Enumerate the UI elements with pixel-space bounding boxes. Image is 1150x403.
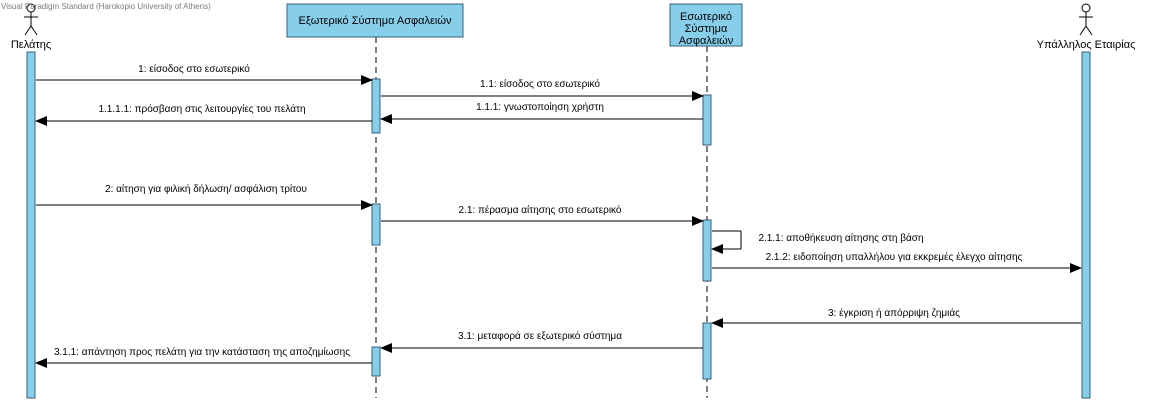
participant-label: Ασφαλειών: [679, 35, 734, 47]
activation-bar-external[interactable]: [371, 203, 381, 246]
activation-bar-internal[interactable]: [702, 94, 712, 146]
message-label: 1: είσοδος στο εσωτερικό: [138, 63, 250, 75]
actor-icon: [1079, 3, 1093, 36]
message-m111[interactable]: 1.1.1: γνωστοποίηση χρήστη: [380, 101, 703, 124]
participant-box-external[interactable]: [286, 3, 464, 38]
message-label: 1.1.1: γνωστοποίηση χρήστη: [476, 101, 604, 113]
activation-bar-internal[interactable]: [702, 219, 712, 282]
message-m211[interactable]: 2.1.1: αποθήκευση αίτησης στη βάση: [711, 230, 924, 254]
participant-label: Σύστημα: [685, 23, 728, 35]
participant-label: Πελάτης: [11, 39, 51, 51]
participant-box-internal[interactable]: [669, 3, 743, 47]
message-label: 2.1.1: αποθήκευση αίτησης στη βάση: [758, 232, 923, 244]
participant-label: Εσωτερικό: [680, 11, 732, 23]
message-arrow[interactable]: [711, 230, 742, 254]
message-m2[interactable]: 2: αίτηση για φιλική δήλωση/ ασφάλιση τρ…: [36, 183, 373, 210]
message-m1[interactable]: 1: είσοδος στο εσωτερικό: [36, 63, 373, 85]
activation-bar-external[interactable]: [371, 78, 381, 134]
message-m3[interactable]: 3: έγκριση ή απόρριψη ζημιάς: [711, 307, 1081, 328]
actor-icon: [24, 3, 38, 36]
activation-bar-customer[interactable]: [26, 51, 36, 399]
participant-label: Υπάλληλος Εταιρίας: [1037, 39, 1136, 51]
message-m31[interactable]: 3.1: μεταφορά σε εξωτερικό σύστημα: [380, 330, 703, 353]
activation-bar-employee[interactable]: [1081, 51, 1091, 399]
message-label: 2.1.2: ειδοποίηση υπαλλήλου για εκκρεμές…: [766, 251, 1023, 263]
message-label: 3.1: μεταφορά σε εξωτερικό σύστημα: [458, 330, 622, 342]
message-label: 2: αίτηση για φιλική δήλωση/ ασφάλιση τρ…: [105, 183, 307, 195]
participant-label: Εξωτερικό Σύστημα Ασφαλειών: [299, 15, 452, 27]
message-m11[interactable]: 1.1: είσοδος στο εσωτερικό: [381, 78, 704, 101]
message-label: 2.1: πέρασμα αίτησης στο εσωτερικό: [459, 204, 622, 216]
message-m21[interactable]: 2.1: πέρασμα αίτησης στο εσωτερικό: [381, 204, 704, 226]
message-m212[interactable]: 2.1.2: ειδοποίηση υπαλλήλου για εκκρεμές…: [712, 251, 1082, 273]
participant-employee[interactable]: Υπάλληλος Εταιρίας: [1037, 3, 1136, 51]
activation-bar-internal[interactable]: [702, 322, 712, 380]
message-label: 1.1: είσοδος στο εσωτερικό: [480, 78, 600, 90]
participant-external[interactable]: Εξωτερικό Σύστημα Ασφαλειών: [286, 3, 464, 38]
message-m1111[interactable]: 1.1.1.1: πρόσβαση στις λειτουργίες του π…: [35, 103, 372, 126]
message-m311[interactable]: 3.1.1: απάντηση προς πελάτη για την κατά…: [35, 346, 372, 368]
watermark: Visual Paradigm Standard (Harokopio Univ…: [1, 2, 211, 11]
activation-bar-external[interactable]: [371, 346, 381, 377]
participant-customer[interactable]: Πελάτης: [11, 3, 51, 51]
message-label: 3.1.1: απάντηση προς πελάτη για την κατά…: [54, 346, 350, 358]
message-label: 1.1.1.1: πρόσβαση στις λειτουργίες του π…: [98, 103, 305, 115]
message-label: 3: έγκριση ή απόρριψη ζημιάς: [828, 307, 960, 319]
